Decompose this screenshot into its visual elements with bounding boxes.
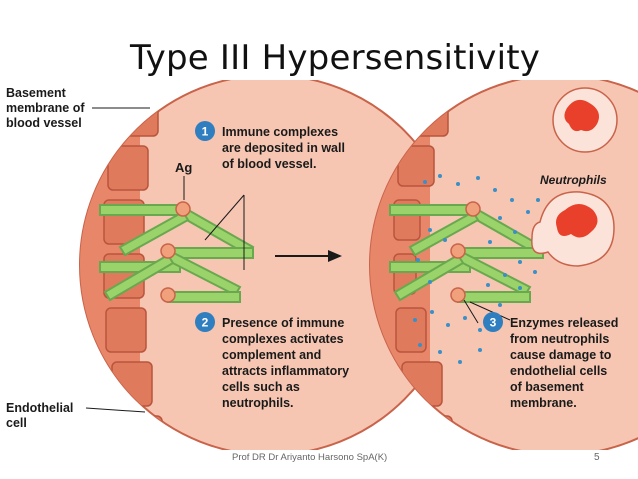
step-2-line-3: complement and [222,348,321,362]
step-1-badge [195,121,215,141]
step-3-number: 3 [490,316,497,330]
step-2-number: 2 [202,316,209,330]
step-2-line-1: Presence of immune [222,316,344,330]
step-3-line-4: endothelial cells [510,364,607,378]
immune-complex-lattice [99,204,255,303]
label-endothelial-cell: Endothelial cell [6,401,146,430]
transition-arrow [275,250,342,262]
basement-membrane-line-2: membrane of [6,101,85,115]
right-vessel-panel [369,80,638,450]
slide-footer: Prof DR Dr Ariyanto Harsono SpA(K) [232,452,388,463]
step-2-line-5: cells such as [222,380,300,394]
label-antigen: Ag [175,160,192,175]
endothelial-line-2: cell [6,416,27,430]
step-1-number: 1 [202,125,209,139]
step-1-line-2: are deposited in wall [222,141,345,155]
basement-membrane-line-3: blood vessel [6,116,82,130]
step-3-line-6: membrane. [510,396,577,410]
step-3-line-5: of basement [510,380,584,394]
step-2-badge [195,312,215,332]
step-2-line-4: attracts inflammatory [222,364,349,378]
slide-title: Type III Hypersensitivity [130,38,541,78]
basement-membrane-line-1: Basement [6,86,67,100]
step-3: 3 Enzymes released from neutrophils caus… [483,312,618,410]
step-2-line-2: complexes activates [222,332,344,346]
label-basement-membrane: Basement membrane of blood vessel [6,86,150,130]
step-1: 1 Immune complexes are deposited in wall… [195,121,345,171]
step-1-line-1: Immune complexes [222,125,338,139]
step-3-badge [483,312,503,332]
antigen-particles [160,201,191,303]
step-2-line-6: neutrophils. [222,396,294,410]
label-neutrophils: Neutrophils [540,173,607,187]
step-3-line-3: cause damage to [510,348,612,362]
neutrophil-top [552,87,618,153]
enzyme-dots [413,174,540,364]
neutrophil-bottom [531,191,615,267]
step-3-line-2: from neutrophils [510,332,609,346]
endothelial-line-1: Endothelial [6,401,73,415]
step-2: 2 Presence of immune complexes activates… [195,312,349,410]
page-number: 5 [594,452,600,463]
step-3-line-1: Enzymes released [510,316,618,330]
step-1-line-3: of blood vessel. [222,157,316,171]
